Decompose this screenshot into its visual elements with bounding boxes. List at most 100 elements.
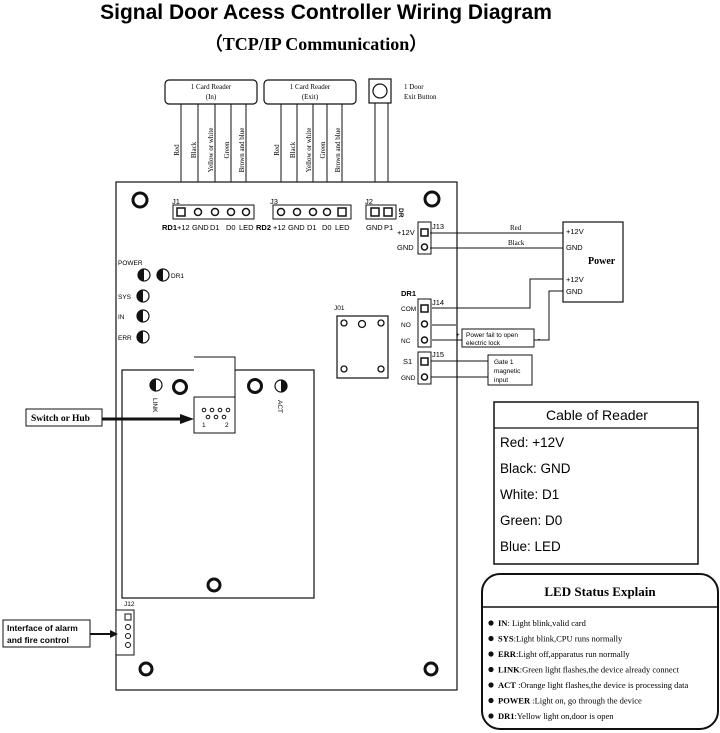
j15-pin-s1: S1: [403, 357, 412, 366]
wire-label-yellow-in: Yellow or white: [207, 128, 215, 173]
power-wire-red: Red: [510, 224, 522, 232]
connector-j2: J2 DR GND P1: [365, 197, 404, 232]
j13-pin-12v: +12V: [397, 228, 415, 237]
power-pos-1: +12V: [566, 227, 584, 236]
cable-of-reader-title: Cable of Reader: [546, 407, 648, 423]
led-status-key: LINK: [498, 665, 520, 675]
wire-label-black-in: Black: [190, 141, 198, 158]
rd2-label: RD2: [256, 223, 271, 232]
rj45-pin-2: 2: [225, 422, 229, 429]
led-status-bullet: [488, 620, 494, 626]
led-sys-label: SYS: [118, 294, 132, 301]
dr1-relay-label: DR1: [401, 289, 416, 298]
j1-pin-led: LED: [239, 223, 254, 232]
led-act-label: ACT: [276, 400, 283, 413]
j14-label: J14: [432, 298, 444, 307]
card-reader-in: 1 Card Reader (In): [164, 79, 258, 105]
wire-label-brown-exit: Brown and blue: [334, 128, 342, 173]
rd1-label: RD1: [162, 223, 177, 232]
led-dr1-label: DR1: [171, 273, 184, 280]
j14-pin-no: NO: [401, 322, 411, 329]
status-leds: POWER DR1 SYS IN ERR: [118, 260, 184, 344]
led-status-text: :Light off,apparatus run normally: [516, 649, 630, 659]
led-status-key: DR1: [498, 711, 515, 721]
power-label: Power: [588, 256, 616, 267]
switch-hub: Switch or Hub: [25, 408, 194, 427]
led-status-text: :Yellow light on,door is open: [515, 711, 615, 721]
power-pos-2: +12V: [566, 275, 584, 284]
lock-label-2: electric lock: [466, 340, 501, 347]
led-link-label: LINK: [151, 398, 158, 413]
led-status-key: ERR: [498, 649, 517, 659]
cable-item-blue: Blue: LED: [500, 539, 561, 554]
led-status-key: SYS: [498, 634, 514, 644]
j1-label: J1: [172, 197, 180, 206]
alarm-label-1: Interface of alarm: [7, 623, 78, 633]
card-reader-exit-sublabel: (Exit): [302, 93, 319, 101]
led-status-item: POWER :Light on, go through the device: [498, 696, 642, 706]
wire-label-red-exit: Red: [273, 144, 281, 156]
rj45-pin-1: 1: [202, 422, 206, 429]
led-status-key: IN: [498, 618, 508, 628]
j3-pin-gnd: GND: [288, 223, 305, 232]
j13-pin-gnd: GND: [397, 243, 414, 252]
cable-item-white: White: D1: [500, 487, 559, 502]
j3-pin-led: LED: [335, 223, 350, 232]
cable-item-green: Green: D0: [500, 513, 562, 528]
exit-button-label-1: 1 Door: [404, 83, 424, 91]
mounting-holes: [131, 190, 441, 677]
led-status-title: LED Status Explain: [544, 584, 656, 599]
j15-pin-gnd: GND: [401, 375, 416, 382]
magnet-label-2: magnetic: [494, 368, 521, 375]
led-status-key: POWER: [498, 696, 531, 706]
led-status-text: :Light on, go through the device: [530, 696, 642, 706]
lock-label-1: Power fail to open: [466, 332, 518, 339]
cable-item-red: Red: +12V: [500, 435, 564, 450]
led-status-item: ACT :Orange light flashes,the device is …: [498, 680, 688, 690]
j1-pin-d1: D1: [210, 223, 220, 232]
led-power-label: POWER: [118, 260, 143, 267]
j13-label: J13: [432, 222, 444, 231]
connector-j15: J15 S1 GND: [401, 350, 444, 385]
led-status-text: :Green light flashes,the device already …: [520, 665, 680, 675]
alarm-interface: Interface of alarm and fire control: [2, 619, 118, 648]
led-status-bullet: [488, 651, 494, 657]
led-status-bullet: [488, 682, 494, 688]
lock-minus: -: [538, 336, 540, 343]
j2-pin-gnd: GND: [366, 223, 383, 232]
cable-of-reader-panel: Cable of Reader Red: +12V Black: GND Whi…: [493, 401, 699, 565]
wire-label-brown-in: Brown and blue: [238, 128, 246, 173]
j2-pin-p1: P1: [384, 223, 393, 232]
led-status-item: LINK:Green light flashes,the device alre…: [498, 665, 679, 675]
j1-pin-gnd: GND: [192, 223, 209, 232]
led-status-text: : Light blink,valid card: [507, 618, 586, 628]
card-reader-exit-label: 1 Card Reader: [290, 83, 331, 91]
connector-j1: J1 RD1 +12 GND D1 D0 LED: [162, 197, 255, 232]
rj45-port: 1 2: [193, 356, 236, 434]
connector-j13: J13 +12V GND: [397, 221, 444, 255]
j3-pin-d0: D0: [322, 223, 332, 232]
led-in-label: IN: [118, 314, 125, 321]
wire-label-black-exit: Black: [289, 141, 297, 158]
electric-lock: Power fail to open electric lock + -: [456, 328, 540, 348]
j2-side-label: DR: [397, 208, 404, 218]
led-status-bullet: [488, 713, 494, 719]
j01-label: J01: [334, 305, 345, 312]
j12-label: J12: [124, 601, 135, 608]
led-status-item: SYS:Light blink,CPU runs normally: [498, 634, 623, 644]
relay-j01: J01: [334, 305, 389, 379]
connector-j12: J12: [115, 601, 135, 656]
led-status-item: ERR:Light off,apparatus run normally: [498, 649, 630, 659]
j3-label: J3: [270, 197, 278, 206]
diagram-subtitle: （TCP/IP Communication）: [205, 34, 428, 54]
led-status-text: :Light blink,CPU runs normally: [514, 634, 623, 644]
wire-label-red-in: Red: [173, 144, 181, 156]
j15-label: J15: [432, 350, 444, 359]
exit-button-label-2: Exit Button: [404, 93, 437, 101]
led-status-key: ACT: [498, 680, 516, 690]
led-status-bullet: [488, 666, 494, 673]
j3-pin-12: +12: [273, 223, 286, 232]
led-err-label: ERR: [118, 335, 132, 342]
j1-pin-d0: D0: [226, 223, 236, 232]
power-gnd-1: GND: [566, 243, 583, 252]
